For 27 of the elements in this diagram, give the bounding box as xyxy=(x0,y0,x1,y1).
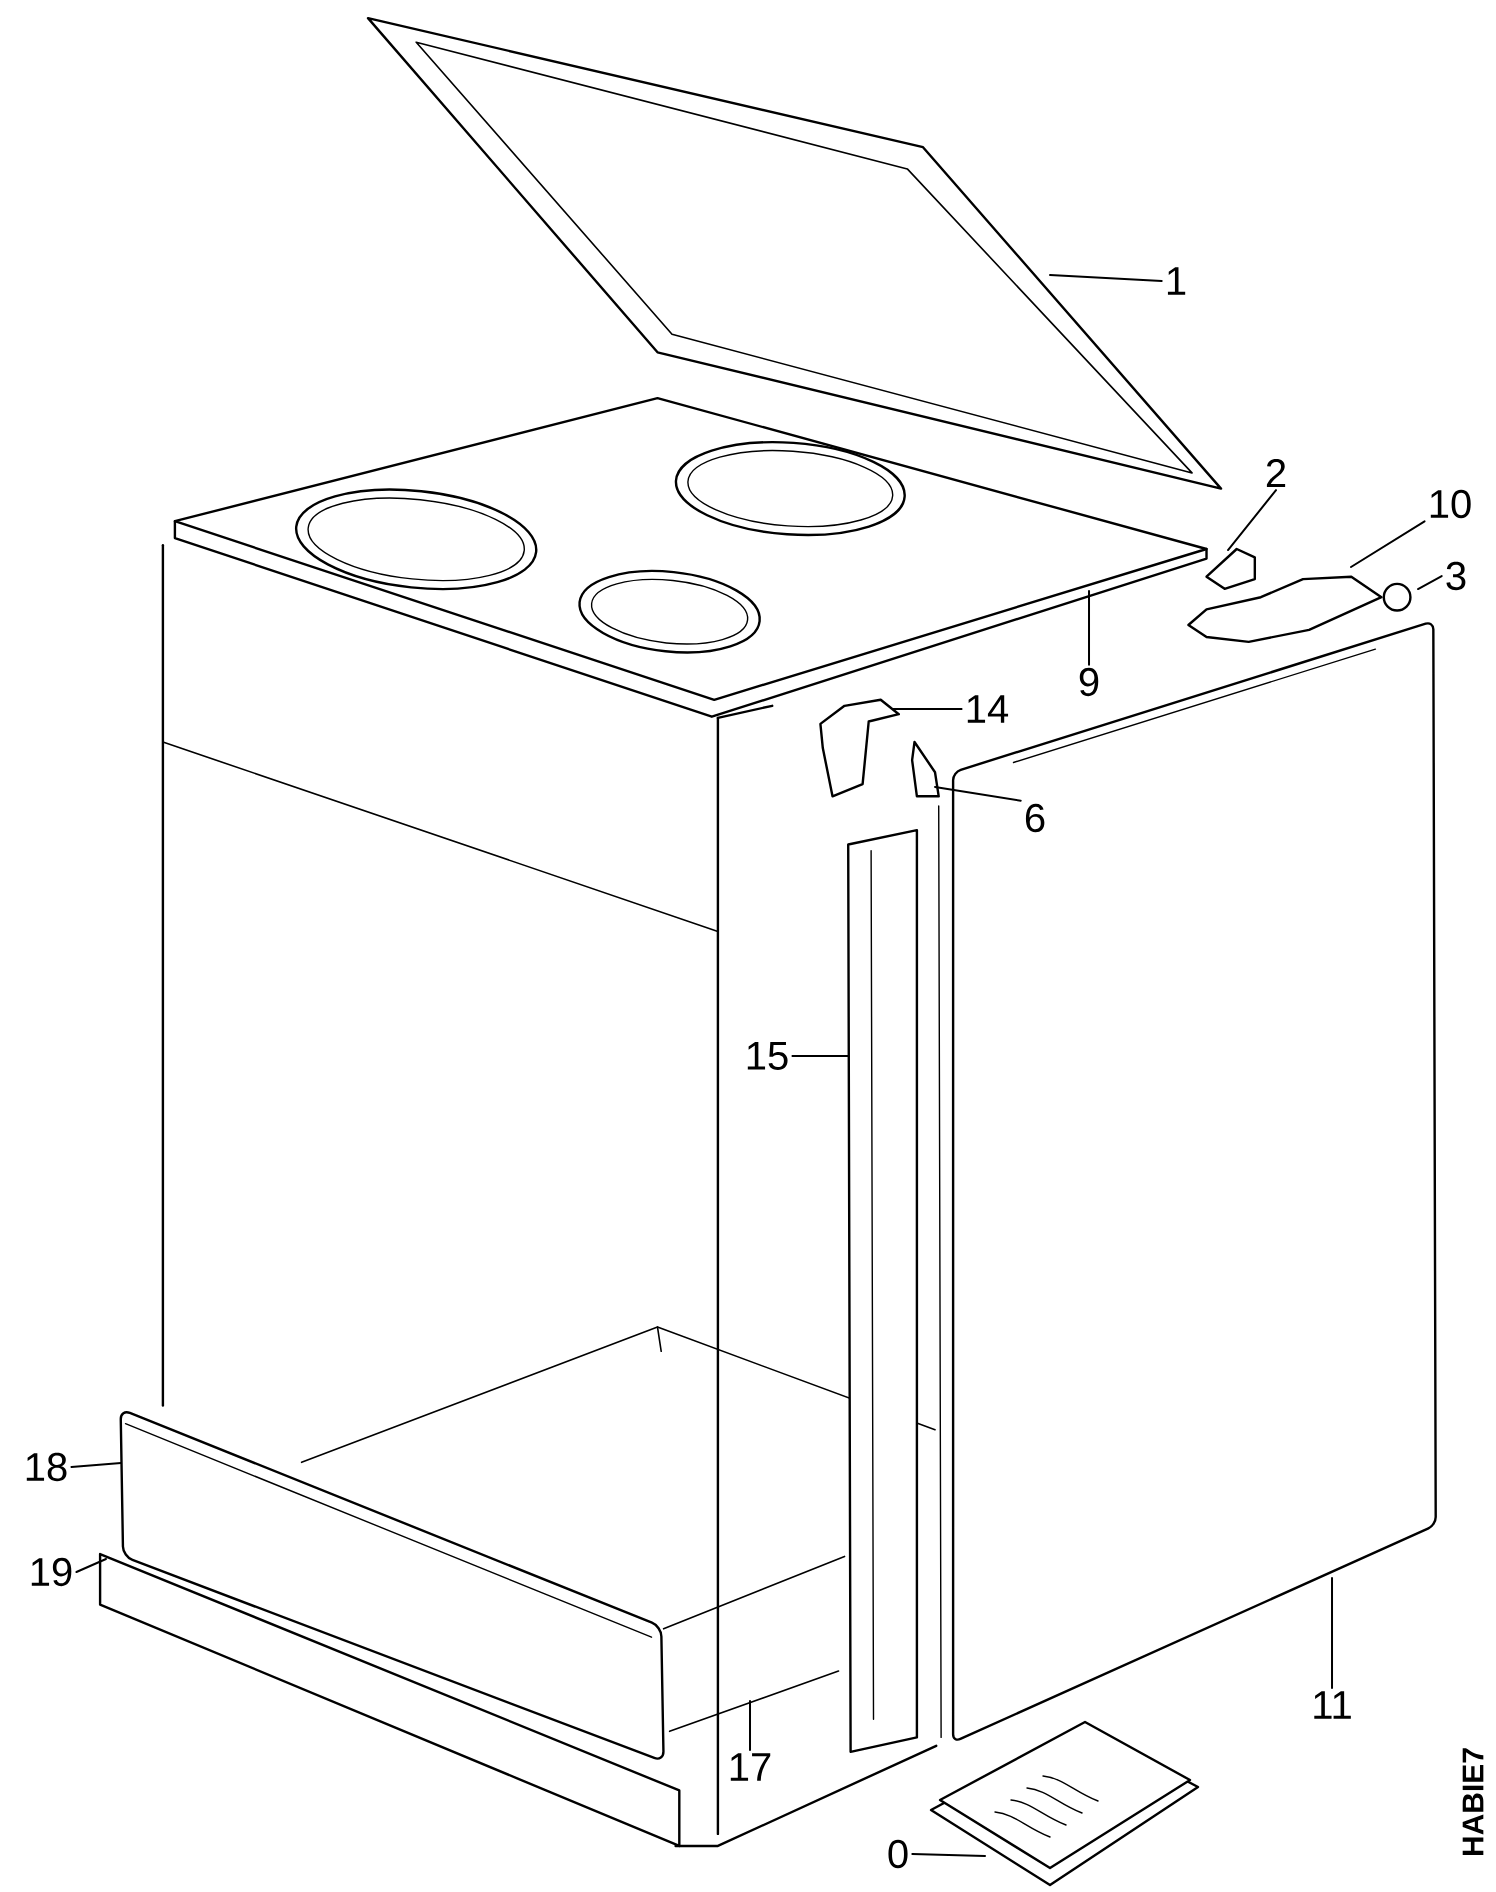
leader-line xyxy=(791,1055,849,1057)
leader-line xyxy=(749,1700,751,1752)
leader-line xyxy=(934,786,1022,802)
callout-number: 11 xyxy=(1314,1691,1351,1719)
callout-number: 0 xyxy=(888,1839,908,1869)
callout-number: 18 xyxy=(26,1452,67,1482)
callout-number: 10 xyxy=(1430,489,1471,519)
leader-line xyxy=(70,1462,122,1468)
callout-number: 2 xyxy=(1266,459,1286,487)
callout-number: 6 xyxy=(1025,803,1045,833)
callout-number: 14 xyxy=(967,695,1009,723)
leader-line xyxy=(1227,489,1277,551)
callout-number: 15 xyxy=(747,1042,788,1070)
callout-number: 9 xyxy=(1079,667,1099,697)
callout-number: 1 xyxy=(1167,267,1186,295)
leader-line xyxy=(1350,520,1426,568)
drawing-code: HABIE7 xyxy=(1462,1748,1484,1856)
leader-line xyxy=(911,1853,986,1857)
leader-line xyxy=(1049,274,1163,282)
callout-number: 17 xyxy=(730,1753,771,1781)
leader-line xyxy=(1331,1577,1333,1690)
leader-line xyxy=(1417,575,1443,590)
leader-line xyxy=(75,1558,107,1573)
leader-line xyxy=(892,708,963,710)
callout-number: 19 xyxy=(31,1557,72,1587)
callout-number: 3 xyxy=(1446,561,1466,591)
leader-line xyxy=(1088,590,1090,666)
